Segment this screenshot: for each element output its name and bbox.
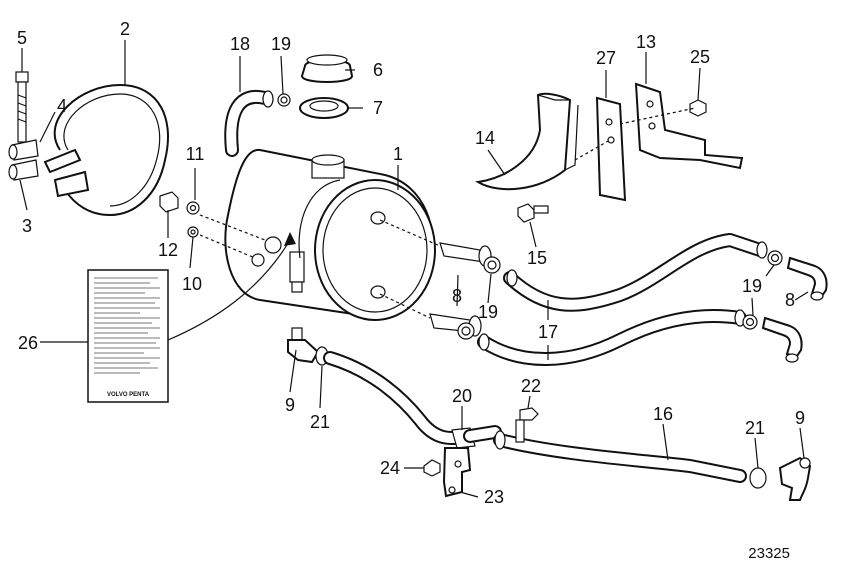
label-19-top: 19 xyxy=(271,34,291,54)
sealing-washer-10 xyxy=(187,226,199,238)
label-8-tank: 8 xyxy=(452,286,462,306)
tank-cradle xyxy=(475,92,579,191)
fuel-hose-long xyxy=(493,430,747,483)
sealing-washer-11 xyxy=(186,201,200,215)
instruction-placard: VOLVO PENTA xyxy=(87,269,169,403)
fuel-hose-supply xyxy=(503,233,768,312)
label-16: 16 xyxy=(653,404,673,424)
label-4: 4 xyxy=(57,96,67,116)
label-19-tank: 19 xyxy=(478,302,498,322)
fuel-tank xyxy=(199,148,436,321)
strap-nut xyxy=(8,159,39,181)
mounting-bracket xyxy=(634,82,744,170)
label-24: 24 xyxy=(380,458,400,478)
label-9-right: 9 xyxy=(795,408,805,428)
label-7: 7 xyxy=(373,98,383,118)
vent-hose xyxy=(224,89,274,157)
label-27: 27 xyxy=(596,48,616,68)
label-26: 26 xyxy=(18,333,38,353)
label-21-left: 21 xyxy=(310,412,330,432)
label-21-right: 21 xyxy=(745,418,765,438)
strap-bolt xyxy=(15,71,29,143)
label-20: 20 xyxy=(452,386,472,406)
label-18: 18 xyxy=(230,34,250,54)
label-13: 13 xyxy=(636,32,656,52)
label-25: 25 xyxy=(690,47,710,67)
label-15: 15 xyxy=(527,248,547,268)
tank-strap xyxy=(43,83,169,217)
elbow-fitting-bottom-right xyxy=(778,456,812,501)
bracket-bolt xyxy=(517,203,549,223)
label-14: 14 xyxy=(475,128,495,148)
part-labels: 2 5 4 3 18 19 6 7 1 11 12 10 14 15 27 13… xyxy=(17,19,805,507)
label-2: 2 xyxy=(120,19,130,39)
placard-brand: VOLVO PENTA xyxy=(107,392,150,398)
clip-bolt xyxy=(515,407,539,443)
hose-clamp-right xyxy=(749,467,767,489)
hose-connector xyxy=(451,425,502,449)
label-23: 23 xyxy=(484,487,504,507)
filler-seal-ring xyxy=(299,97,349,119)
clip-nut xyxy=(423,459,441,477)
elbow-fitting-right-upper xyxy=(786,256,828,301)
elbow-fitting-left xyxy=(287,327,320,364)
leader-lines xyxy=(19,40,809,498)
label-22: 22 xyxy=(521,376,541,396)
label-9-left: 9 xyxy=(285,395,295,415)
label-11: 11 xyxy=(186,144,205,164)
label-12: 12 xyxy=(158,240,178,260)
vent-hose-clamp xyxy=(277,93,291,107)
label-8-right: 8 xyxy=(785,290,795,310)
label-1: 1 xyxy=(393,144,403,164)
bracket-plate xyxy=(595,96,627,202)
label-19-right: 19 xyxy=(742,276,762,296)
label-3: 3 xyxy=(22,216,32,236)
label-5: 5 xyxy=(17,28,27,48)
label-6: 6 xyxy=(373,60,383,80)
filler-cap xyxy=(300,54,354,83)
label-17: 17 xyxy=(538,322,558,342)
fuel-hose-lower xyxy=(323,351,477,445)
washers-19-tank xyxy=(457,256,501,340)
pipe-clip xyxy=(442,447,472,498)
figure-number: 23325 xyxy=(748,545,790,562)
label-10: 10 xyxy=(182,274,202,294)
washers-19-right xyxy=(742,250,783,330)
elbow-fitting-right-lower xyxy=(761,316,803,363)
fuel-hose-return xyxy=(477,309,747,366)
plug-fitting xyxy=(159,191,179,213)
strap-spacer xyxy=(8,139,39,161)
